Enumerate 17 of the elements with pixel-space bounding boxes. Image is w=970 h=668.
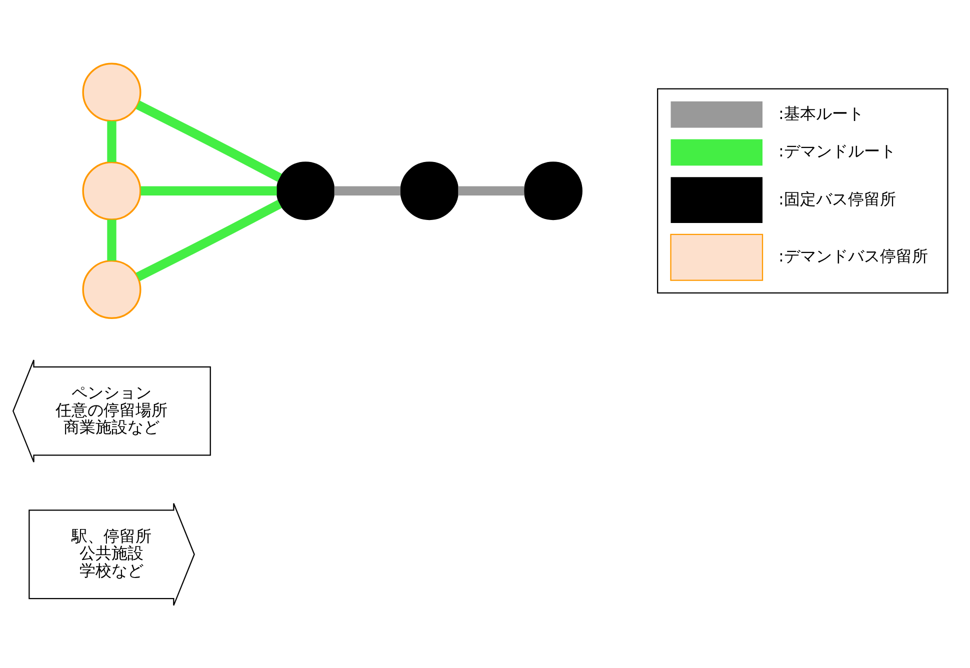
node-circle xyxy=(82,62,142,122)
connector xyxy=(136,199,282,281)
node-circle xyxy=(82,259,142,319)
legend-label: :デマンドバス停留所 xyxy=(778,246,928,266)
connector xyxy=(140,186,277,195)
legend-label: :固定バス停留所 xyxy=(778,188,896,208)
node-circle xyxy=(400,161,459,220)
connector xyxy=(136,100,282,182)
connector xyxy=(458,186,524,195)
node-circle xyxy=(82,160,142,220)
node-circle xyxy=(276,161,335,220)
connector xyxy=(107,120,116,162)
node-circle xyxy=(524,161,582,220)
connector xyxy=(334,186,400,195)
legend-label: :基本ルート xyxy=(778,103,864,122)
legend-label: :デマンドルート xyxy=(778,141,896,160)
connector xyxy=(107,219,116,260)
